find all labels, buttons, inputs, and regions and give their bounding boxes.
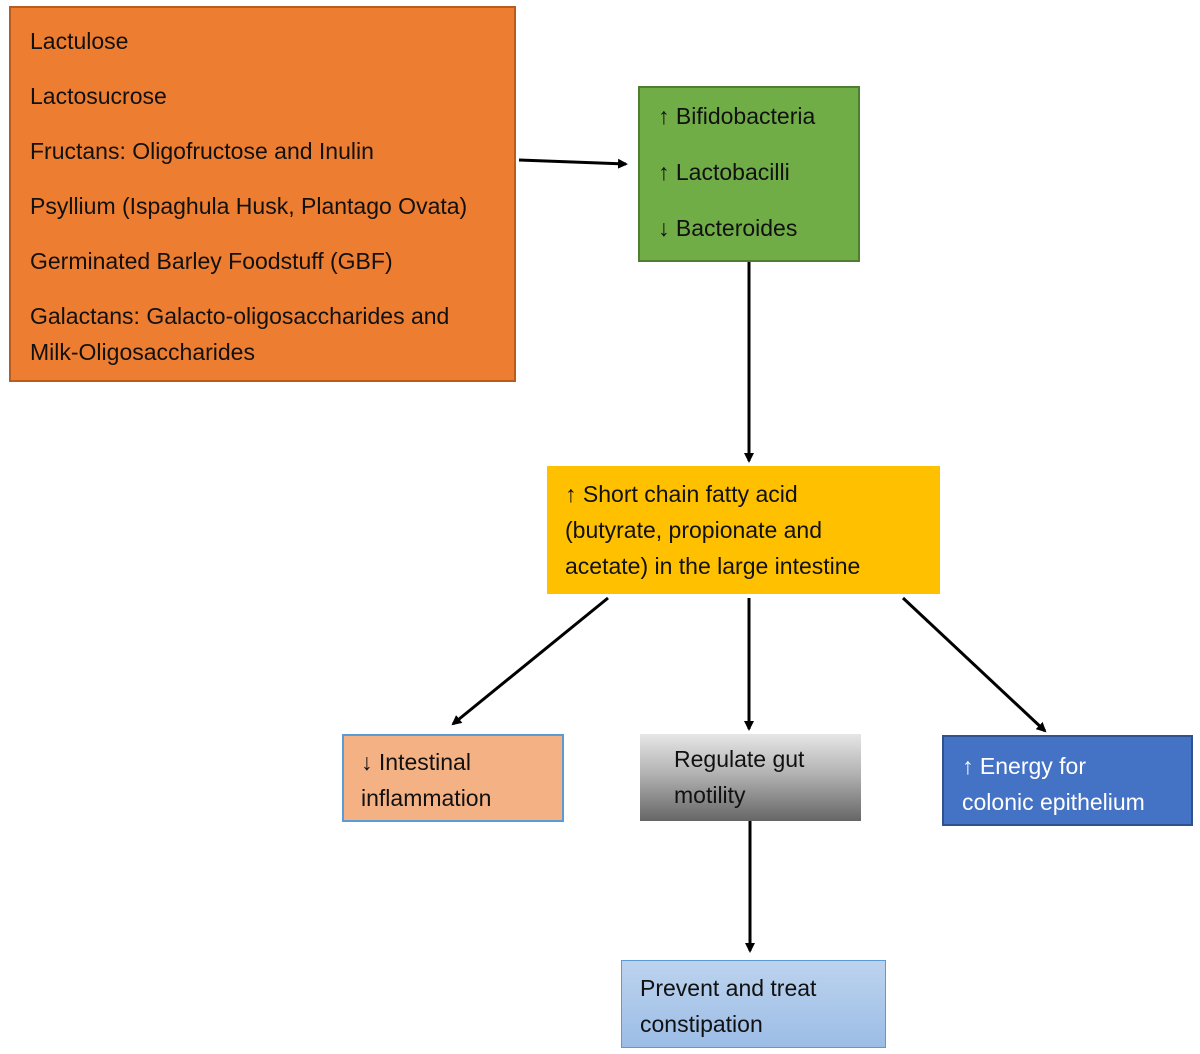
arrow-scfa-to-energy xyxy=(901,596,1047,733)
scfa-line-2: (butyrate, propionate and xyxy=(565,517,823,543)
bacteria-box: ↑ Bifidobacteria ↑ Lactobacilli ↓ Bacter… xyxy=(638,86,860,262)
energy-line-1: ↑ Energy for xyxy=(962,753,1086,779)
prebiotic-text: Fructans: Oligofructose and Inulin xyxy=(30,138,374,164)
constipation-box: Prevent and treat constipation xyxy=(621,960,886,1048)
motility-line-2: motility xyxy=(674,782,746,808)
constipation-line-2: constipation xyxy=(640,1011,763,1037)
prebiotic-text: Germinated Barley Foodstuff (GBF) xyxy=(30,248,393,274)
energy-box: ↑ Energy for colonic epithelium xyxy=(942,735,1193,826)
prebiotic-item-lactulose: Lactulose xyxy=(30,23,514,59)
constipation-line-1: Prevent and treat xyxy=(640,975,817,1001)
bacteria-item-bacteroides: ↓ Bacteroides xyxy=(658,215,798,241)
prebiotic-text: Psyllium (Ispaghula Husk, Plantago Ovata… xyxy=(30,193,468,219)
prebiotic-text: Milk-Oligosaccharides xyxy=(30,339,255,365)
inflammation-line-1: ↓ Intestinal xyxy=(361,749,471,775)
motility-box: Regulate gut motility xyxy=(640,734,861,821)
prebiotic-item-psyllium: Psyllium (Ispaghula Husk, Plantago Ovata… xyxy=(30,188,514,224)
motility-line-1: Regulate gut xyxy=(674,746,805,772)
bacteria-item-lactobacilli: ↑ Lactobacilli xyxy=(658,159,790,185)
inflammation-line-2: inflammation xyxy=(361,785,492,811)
arrow-prebiotics-to-bacteria xyxy=(518,158,628,169)
prebiotics-box: Lactulose Lactosucrose Fructans: Oligofr… xyxy=(9,6,516,382)
prebiotic-text: Galactans: Galacto-oligosaccharides and xyxy=(30,303,450,329)
prebiotic-text: Lactulose xyxy=(30,28,129,54)
prebiotic-item-gbf: Germinated Barley Foodstuff (GBF) xyxy=(30,243,514,279)
scfa-box: ↑ Short chain fatty acid (butyrate, prop… xyxy=(547,466,940,594)
scfa-line-3: acetate) in the large intestine xyxy=(565,553,861,579)
energy-line-2: colonic epithelium xyxy=(962,789,1145,815)
scfa-line-1: ↑ Short chain fatty acid xyxy=(565,481,798,507)
prebiotic-text: Lactosucrose xyxy=(30,83,167,109)
prebiotic-item-galactans: Galactans: Galacto-oligosaccharides and … xyxy=(30,298,514,370)
bacteria-item-bifidobacteria: ↑ Bifidobacteria xyxy=(658,103,816,129)
prebiotic-item-lactosucrose: Lactosucrose xyxy=(30,78,514,114)
arrow-scfa-to-inflammation xyxy=(451,596,609,726)
inflammation-box: ↓ Intestinal inflammation xyxy=(342,734,564,822)
prebiotic-item-fructans: Fructans: Oligofructose and Inulin xyxy=(30,133,514,169)
